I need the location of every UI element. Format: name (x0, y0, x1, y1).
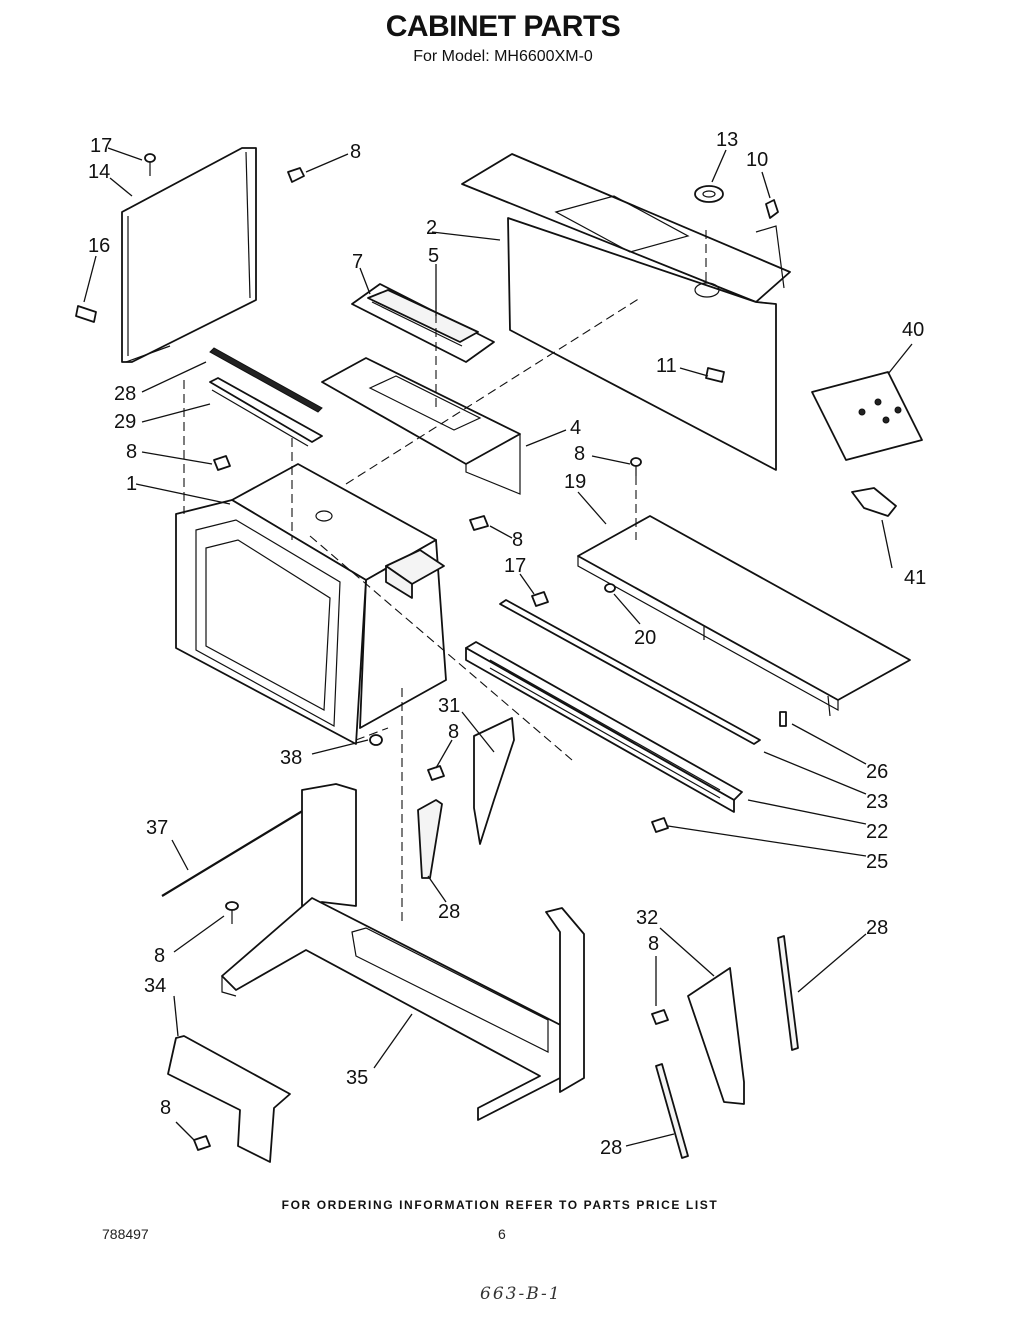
part-8-screw-bottom (193, 1135, 211, 1151)
callout-8-c: 8 (574, 443, 585, 465)
part-38-nut (369, 734, 383, 746)
callout-38: 38 (280, 747, 302, 769)
callout-34: 34 (144, 975, 166, 997)
callout-16: 16 (88, 235, 110, 257)
callout-40: 40 (902, 319, 924, 341)
handwritten-note: 663-B-1 (480, 1284, 562, 1304)
part-23-gasket (499, 599, 761, 745)
callout-14: 14 (88, 161, 110, 183)
callout-26: 26 (866, 761, 888, 783)
part-28-strip-bottom (655, 1063, 689, 1159)
callout-1: 1 (126, 473, 137, 495)
leader-lines (83, 147, 913, 1147)
callout-37: 37 (146, 817, 168, 839)
part-2-top-cabinet (461, 153, 791, 471)
callout-8-a: 8 (350, 141, 361, 163)
callout-7: 7 (352, 251, 363, 273)
callout-2: 2 (426, 217, 437, 239)
assembly-lines (183, 230, 707, 926)
part-29-trim (209, 377, 323, 447)
document-number: 788497 (102, 1226, 149, 1242)
part-19-control-chassis (577, 515, 911, 717)
part-13-grommet (694, 185, 724, 203)
callout-8-b: 8 (126, 441, 137, 463)
callout-35: 35 (346, 1067, 368, 1089)
callout-8-f: 8 (154, 945, 165, 967)
part-28-seal-strip-top (209, 347, 323, 413)
callout-13: 13 (716, 129, 738, 151)
callout-10: 10 (746, 149, 768, 171)
callout-8-e: 8 (448, 721, 459, 743)
callout-25: 25 (866, 851, 888, 873)
callout-31: 31 (438, 695, 460, 717)
part-28-strip-mid (417, 799, 443, 879)
callout-8-h: 8 (648, 933, 659, 955)
part-31-bracket (427, 717, 515, 845)
callout-4: 4 (570, 417, 581, 439)
part-10-clip (755, 199, 785, 289)
part-1-main-cavity (175, 463, 447, 745)
part-34-rear-cover (167, 1035, 291, 1163)
part-11-screw (705, 367, 725, 383)
callout-22: 22 (866, 821, 888, 843)
callout-labels: 17 14 16 8 13 10 2 7 5 11 40 28 29 8 1 4… (88, 129, 926, 1159)
callout-8-g: 8 (160, 1097, 171, 1119)
part-4-shield (321, 357, 521, 495)
part-32-side-bracket (651, 967, 745, 1105)
part-28-strip-right (777, 935, 799, 1051)
part-17-screw-top (144, 153, 156, 176)
callout-41: 41 (904, 567, 926, 589)
part-8-screw-center (469, 515, 489, 531)
part-8-screw-base (225, 901, 239, 924)
callout-17-b: 17 (504, 555, 526, 577)
ordering-note: FOR ORDERING INFORMATION REFER TO PARTS … (281, 1198, 719, 1212)
exploded-view-diagram: 17 14 16 8 13 10 2 7 5 11 40 28 29 8 1 4… (75, 129, 926, 1163)
callout-5: 5 (428, 245, 439, 267)
part-20-nut (604, 583, 616, 593)
callout-20: 20 (634, 627, 656, 649)
page-number: 6 (498, 1226, 506, 1242)
part-22-grille (465, 641, 743, 813)
callout-32: 32 (636, 907, 658, 929)
page-title: CABINET PARTS (385, 10, 621, 43)
callout-28-c: 28 (866, 917, 888, 939)
callout-28-a: 28 (114, 383, 136, 405)
callout-17: 17 (90, 135, 112, 157)
part-17-screw-right (531, 591, 549, 607)
part-26-clip (779, 711, 787, 727)
callout-23: 23 (866, 791, 888, 813)
callout-11: 11 (656, 355, 677, 377)
part-8-screw-right-top (630, 457, 642, 476)
part-8-screw-left (213, 455, 231, 471)
callout-19: 19 (564, 471, 586, 493)
part-40-hardware-bag (811, 371, 923, 461)
model-subtitle: For Model: MH6600XM-0 (413, 48, 593, 65)
callout-29: 29 (114, 411, 136, 433)
part-41-bracket (851, 487, 897, 517)
part-25-screw (651, 817, 669, 833)
part-16-screw (75, 305, 97, 323)
part-35-base-frame (221, 783, 585, 1121)
callout-8-d: 8 (512, 529, 523, 551)
part-37-rod (161, 803, 315, 897)
callout-28-d: 28 (600, 1137, 622, 1159)
part-14-side-panel (121, 147, 257, 363)
callout-28-b: 28 (438, 901, 460, 923)
part-5-filter (367, 289, 479, 347)
part-8-screw-upper-left (287, 167, 305, 183)
